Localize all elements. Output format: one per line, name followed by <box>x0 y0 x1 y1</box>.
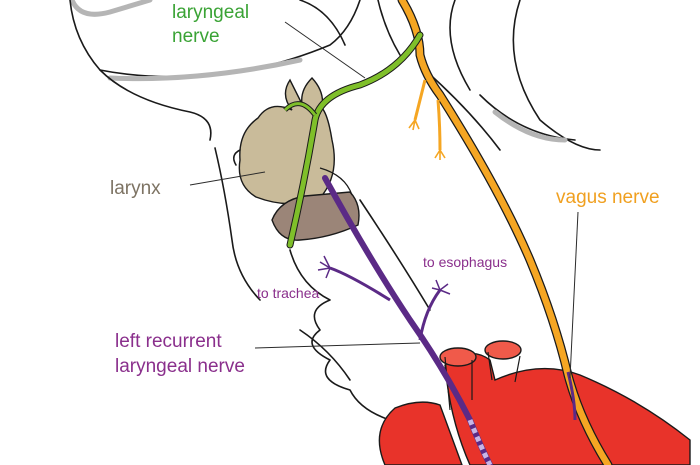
superior-laryngeal-label-line1: laryngeal <box>172 2 249 23</box>
to-esophagus-label: to esophagus <box>423 254 507 270</box>
larynx-shape <box>232 76 335 205</box>
trachea-outline <box>289 199 431 421</box>
recurrent-laryngeal-label-line2: laryngeal nerve <box>115 356 245 377</box>
superior-laryngeal-label-line2: nerve <box>172 26 220 47</box>
larynx-label: larynx <box>110 178 161 199</box>
to-trachea-label: to trachea <box>257 285 319 301</box>
recurrent-laryngeal-label-line1: left recurrent <box>115 331 222 352</box>
vagus-nerve-label: vagus nerve <box>556 187 660 208</box>
superior-laryngeal-nerve <box>283 31 424 249</box>
left-recurrent-laryngeal-nerve <box>317 175 577 465</box>
head-outline <box>69 0 601 301</box>
heart-aortic-arch <box>378 340 691 465</box>
leader-lines <box>189 21 579 379</box>
